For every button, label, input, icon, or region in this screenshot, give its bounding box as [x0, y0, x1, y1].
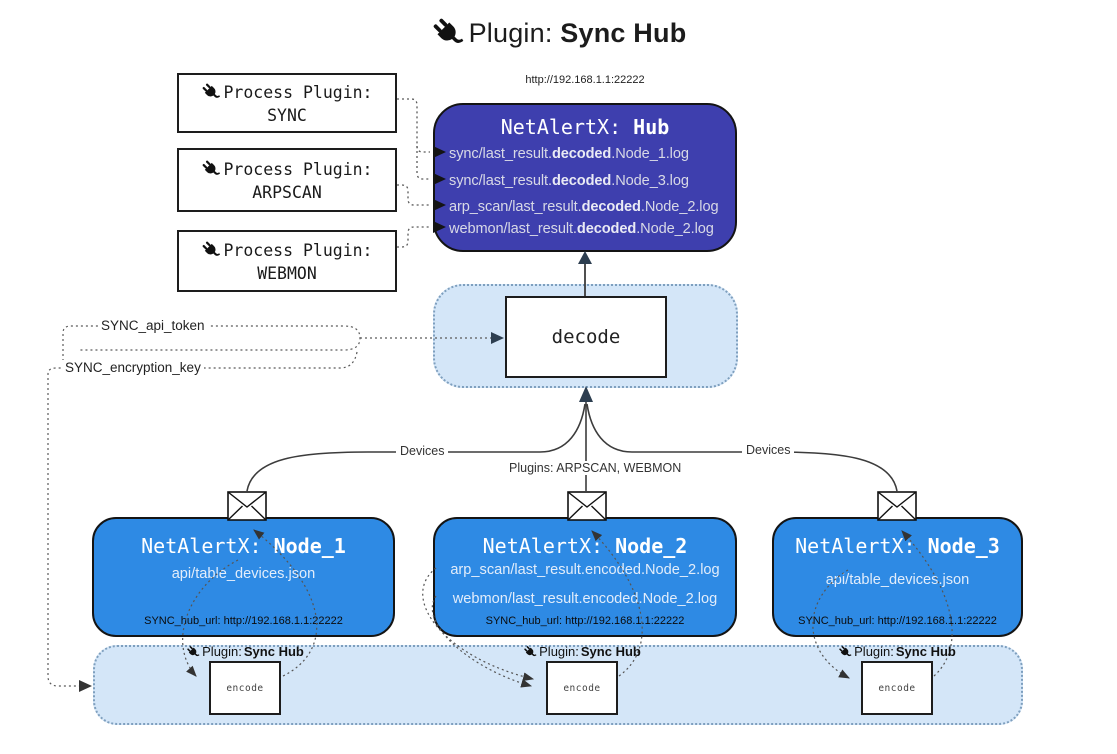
log-bold: decoded: [581, 199, 641, 215]
envelope-icon: [227, 491, 267, 521]
log-bold: decoded: [576, 221, 637, 237]
encode-box-3: encode: [861, 661, 933, 715]
hub-title-bold: Hub: [633, 115, 670, 139]
node-log-line: webmon/last_result.encoded.Node_2.log: [452, 591, 718, 607]
hub-url: http://192.168.1.1:22222: [525, 74, 645, 86]
node-box-3: NetAlertX: Node_3 api/table_devices.json…: [772, 517, 1023, 637]
log-post: .Node_1.log: [611, 146, 689, 162]
process-plugin-name: SYNC: [267, 106, 307, 125]
node-title: NetAlertX: Node_1: [94, 534, 393, 558]
log-post: .Node_3.log: [611, 173, 689, 189]
plug-icon: [201, 82, 221, 102]
process-plugin-label: Process Plugin:: [223, 159, 373, 179]
node-hub-url: SYNC_hub_url: http://192.168.1.1:22222: [144, 615, 343, 627]
hub-box: NetAlertX: Hub sync/last_result.decoded.…: [433, 103, 737, 252]
node-box-1: NetAlertX: Node_1 api/table_devices.json…: [92, 517, 395, 637]
plug-icon: [186, 645, 200, 659]
encode-plugin-prefix: Plugin:: [854, 644, 894, 659]
hub-title-prefix: NetAlertX:: [500, 115, 634, 139]
encode-plugin-bold: Sync Hub: [895, 644, 956, 659]
log-post: .Node_2.log: [636, 221, 714, 237]
process-plugin-name: ARPSCAN: [252, 183, 322, 202]
encode-plugin-prefix: Plugin:: [539, 644, 579, 659]
encode-box-2: encode: [546, 661, 618, 715]
envelope-icon: [877, 491, 917, 521]
sync-api-token-label: SYNC_api_token: [98, 318, 208, 333]
page-title-bold: Sync Hub: [560, 18, 687, 48]
devices-right-label: Devices: [742, 443, 795, 457]
log-pre: sync/last_result.: [449, 146, 552, 162]
encode-plugin-bold: Sync Hub: [580, 644, 641, 659]
devices-left-label: Devices: [396, 444, 449, 458]
encode-plugin-prefix: Plugin:: [202, 644, 242, 659]
encode-plugin-label: Plugin: Sync Hub: [186, 644, 304, 659]
plug-icon: [431, 16, 465, 50]
plug-icon: [201, 159, 221, 179]
sync-encryption-key-label: SYNC_encryption_key: [62, 360, 204, 375]
process-plugin-box-webmon: Process Plugin: WEBMON: [177, 230, 397, 292]
node-title-prefix: NetAlertX:: [141, 534, 274, 558]
encode-plugin-label: Plugin: Sync Hub: [523, 644, 641, 659]
process-plugin-name: WEBMON: [257, 264, 317, 283]
encode-plugin-bold: Sync Hub: [243, 644, 304, 659]
node-title: NetAlertX: Node_3: [774, 534, 1021, 558]
node-hub-url: SYNC_hub_url: http://192.168.1.1:22222: [798, 615, 997, 627]
node-log-line: api/table_devices.json: [171, 566, 316, 582]
node-hub-url: SYNC_hub_url: http://192.168.1.1:22222: [485, 615, 685, 627]
hub-log-line: sync/last_result.decoded.Node_1.log: [449, 143, 689, 165]
node-title: NetAlertX: Node_2: [435, 534, 735, 558]
hub-log-line: sync/last_result.decoded.Node_3.log: [449, 170, 689, 192]
envelope-icon: [567, 491, 607, 521]
hub-log-line: webmon/last_result.decoded.Node_2.log: [449, 218, 714, 240]
log-pre: webmon/last_result.: [449, 221, 577, 237]
process-plugin-box-arpscan: Process Plugin: ARPSCAN: [177, 148, 397, 212]
node-title-bold: Node_3: [927, 534, 1000, 558]
node-log-line: api/table_devices.json: [825, 572, 970, 588]
node-log-line: arp_scan/last_result.encoded.Node_2.log: [450, 562, 720, 578]
node-title-prefix: NetAlertX:: [795, 534, 928, 558]
log-pre: sync/last_result.: [449, 173, 552, 189]
log-post: .Node_2.log: [640, 199, 719, 215]
plugins-mid-label: Plugins: ARPSCAN, WEBMON: [505, 461, 686, 475]
node-title-bold: Node_2: [615, 534, 688, 558]
log-bold: decoded: [551, 146, 612, 162]
hub-title: NetAlertX: Hub: [435, 115, 735, 139]
node-title-bold: Node_1: [273, 534, 346, 558]
log-bold: decoded: [551, 173, 612, 189]
plug-icon: [523, 645, 537, 659]
process-plugin-box-sync: Process Plugin: SYNC: [177, 73, 397, 133]
plug-icon: [838, 645, 852, 659]
page-title-prefix: Plugin:: [468, 18, 561, 48]
node-box-2: NetAlertX: Node_2 arp_scan/last_result.e…: [433, 517, 737, 637]
hub-log-line: arp_scan/last_result.decoded.Node_2.log: [449, 196, 719, 218]
encode-plugin-label: Plugin: Sync Hub: [838, 644, 956, 659]
log-pre: arp_scan/last_result.: [449, 199, 582, 215]
decode-box: decode: [505, 296, 667, 378]
node-title-prefix: NetAlertX:: [482, 534, 616, 558]
encode-box-1: encode: [209, 661, 281, 715]
process-plugin-label: Process Plugin:: [223, 240, 373, 260]
process-plugin-label: Process Plugin:: [223, 82, 373, 102]
plug-icon: [201, 240, 221, 260]
page-title: Plugin: Sync Hub: [0, 16, 1117, 50]
